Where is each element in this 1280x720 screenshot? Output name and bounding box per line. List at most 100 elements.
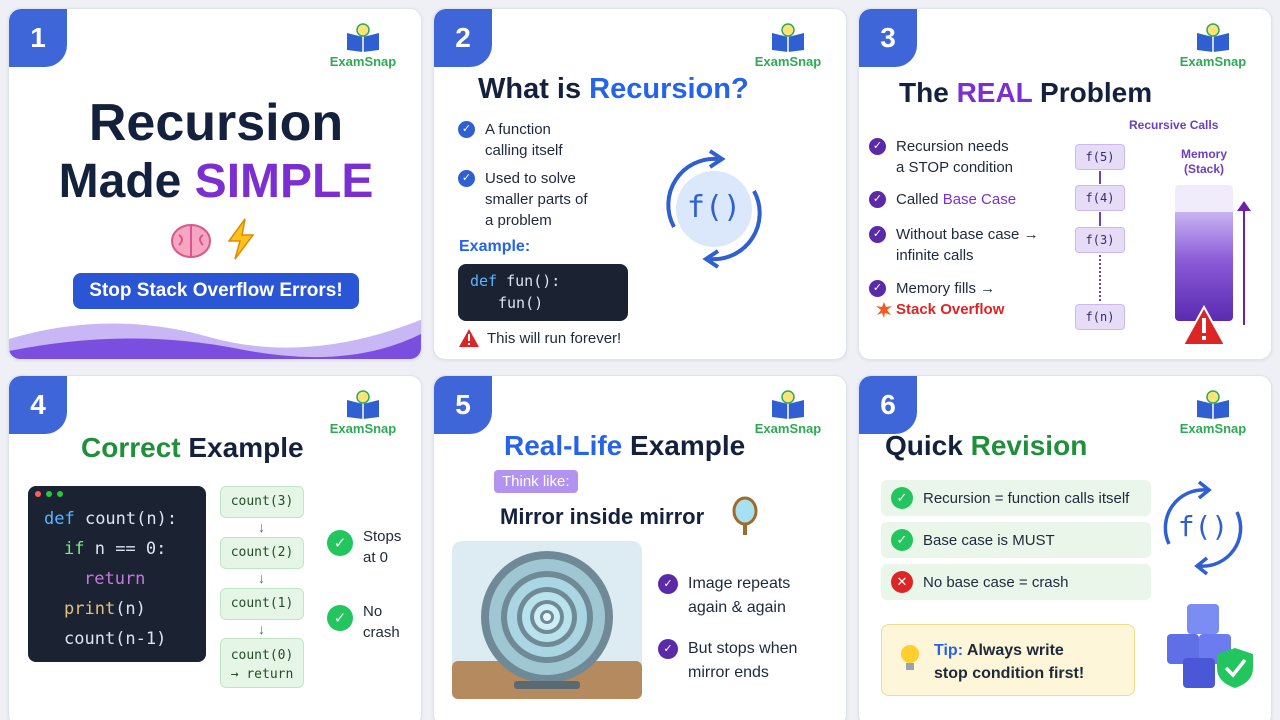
memory-label-line: Memory (1180, 147, 1227, 161)
note-text: Stops (363, 528, 402, 545)
title-highlight: Revision (962, 430, 1088, 461)
memory-label-line: (Stack) (1183, 162, 1224, 176)
code-text: fun(): (497, 272, 561, 290)
title-part: Example (622, 430, 746, 461)
revision-item: ✓ Recursion = function calls itself (881, 480, 1151, 516)
title-part: Example (180, 432, 304, 463)
brand-name: ExamSnap (329, 54, 397, 69)
card-number: 5 (434, 376, 492, 434)
bullet-text: A function (485, 121, 551, 138)
bullet-text: a STOP condition (896, 159, 1014, 176)
infinite-mirror-image (452, 541, 642, 699)
book-bulb-icon (347, 23, 379, 52)
check-icon: ✓ (869, 280, 886, 297)
title-part: What is (478, 73, 590, 105)
window-dots-icon (35, 491, 63, 497)
card-number: 4 (9, 376, 67, 434)
code-keyword: return (84, 569, 146, 589)
step-text: count(0) (230, 648, 294, 663)
code-keyword: def (470, 272, 498, 290)
arrow-down: ↓ (258, 621, 265, 637)
recursion-cycle-icon (1163, 480, 1243, 576)
title-highlight: REAL (956, 77, 1033, 108)
card-number: 1 (9, 9, 67, 67)
brand-logo: ExamSnap (1173, 21, 1253, 69)
arrow-down: ↓ (258, 519, 265, 535)
step-box: count(2) (220, 537, 304, 569)
check-icon: ✓ (327, 530, 353, 556)
check-icon: ✓ (869, 138, 886, 155)
brand-logo: ExamSnap (748, 21, 828, 69)
step-box: count(1) (220, 588, 304, 620)
brand-logo: ExamSnap (748, 388, 828, 436)
revision-item: ✕ No base case = crash (881, 564, 1151, 600)
recursion-cycle-icon (666, 149, 762, 269)
bullet-text: again & again (688, 599, 786, 616)
step-box: count(3) (220, 486, 304, 518)
function-label: f() (1177, 510, 1229, 543)
example-label: Example: (459, 238, 531, 255)
title-highlight: Correct (81, 432, 181, 463)
tip-text: stop condition first! (934, 665, 1085, 682)
bullet-highlight: Base Case (942, 191, 1017, 208)
title-line-2b: SIMPLE (194, 155, 374, 208)
check-icon: ✓ (891, 487, 913, 509)
revision-text: Recursion = function calls itself (923, 489, 1130, 507)
hand-mirror-icon (732, 496, 758, 535)
memory-label: Memory (Stack) (1177, 147, 1231, 177)
book-bulb-icon (347, 390, 379, 419)
brand-name: ExamSnap (754, 421, 822, 436)
think-like-tag: Think like: (494, 470, 578, 493)
check-icon: ✓ (891, 529, 913, 551)
brand-name: ExamSnap (754, 54, 822, 69)
stop-overflow-button[interactable]: Stop Stack Overflow Errors! (73, 273, 359, 309)
card-title: The REAL Problem (899, 77, 1152, 109)
bullet-item: ✓ A function calling itself (458, 119, 563, 161)
card-real-problem: 3 ExamSnap The REAL Problem ✓ Recursion … (858, 8, 1272, 360)
bullet-text: mirror ends (688, 664, 769, 681)
lightbulb-icon (901, 645, 919, 670)
revision-text: No base case = crash (923, 573, 1069, 591)
title-line-1: Recursion (88, 94, 344, 152)
card-intro: 1 ExamSnap Recursion Made SIMPLE Stop St… (8, 8, 422, 360)
arrow-down (1099, 171, 1101, 184)
brand-logo: ExamSnap (323, 21, 403, 69)
code-text: fun() (498, 294, 544, 312)
bullet-item: ✓ Called Base Case (869, 189, 1016, 210)
check-icon: ✓ (869, 191, 886, 208)
code-function: print (64, 599, 116, 619)
brand-logo: ExamSnap (1173, 388, 1253, 436)
title-highlight: Real-Life (504, 430, 623, 461)
book-bulb-icon (1197, 390, 1229, 419)
memory-fill (1175, 212, 1233, 321)
check-icon: ✓ (869, 226, 886, 243)
title-line-2a: Made (58, 155, 195, 208)
bullet-text: But stops when (688, 640, 798, 657)
bullet-text: Without base case → (896, 226, 1039, 243)
blocks-shield-icon (1167, 604, 1253, 688)
arrow-up-icon (1237, 201, 1251, 211)
bullet-text: calling itself (485, 142, 563, 159)
call-box: f(4) (1075, 185, 1125, 211)
book-bulb-icon (772, 23, 804, 52)
warning-text: This will run forever! (487, 330, 622, 347)
title-part: The (899, 77, 957, 108)
bullet-text: Called (896, 191, 943, 208)
arrow-dotted (1099, 255, 1101, 301)
check-icon: ✓ (458, 121, 475, 138)
explosion-icon (876, 301, 892, 318)
bullet-text: infinite calls (896, 247, 974, 264)
card-number: 2 (434, 9, 492, 67)
bullet-text: Used to solve (485, 170, 576, 187)
bullet-item: ✓ Memory fills → Stack Overflow (869, 278, 1004, 320)
code-block: def fun(): fun() (458, 264, 628, 321)
function-label: f() (686, 190, 742, 225)
arrow-down: ↓ (258, 570, 265, 586)
card-number: 3 (859, 9, 917, 67)
title-part: Problem (1032, 77, 1153, 108)
